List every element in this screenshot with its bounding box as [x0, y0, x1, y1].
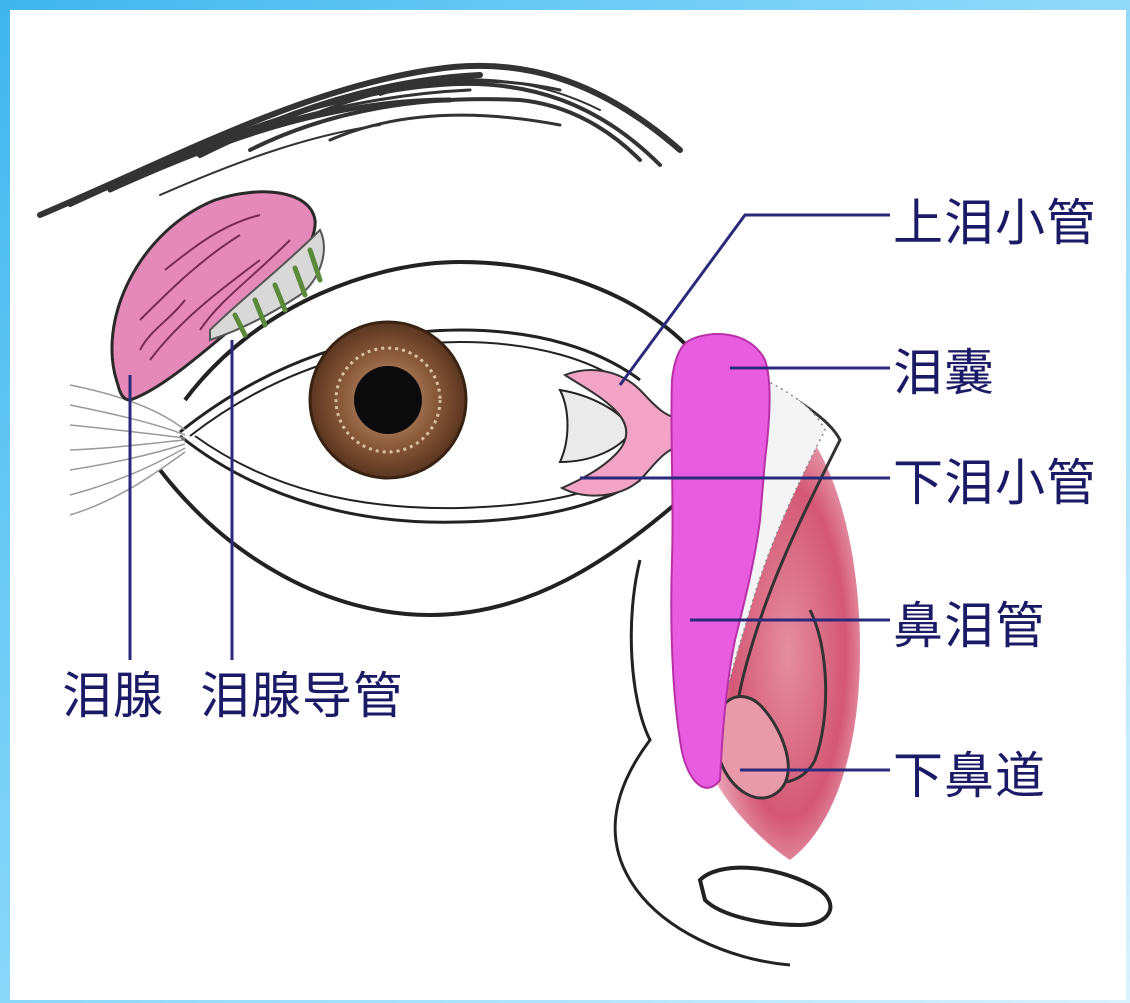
- label-inferior-meatus: 下鼻道: [893, 748, 1046, 804]
- label-gland-ducts: 泪腺导管: [200, 668, 404, 724]
- label-upper-canaliculus: 上泪小管: [893, 195, 1097, 251]
- eyeball: [310, 322, 466, 478]
- label-lacrimal-sac: 泪囊: [893, 345, 995, 401]
- label-lacrimal-gland: 泪腺: [62, 668, 164, 724]
- pupil: [354, 366, 422, 434]
- lacrimal-gland: [112, 192, 324, 400]
- lateral-fibers: [70, 385, 185, 515]
- label-lower-canaliculus: 下泪小管: [893, 455, 1097, 511]
- eyebrow: [40, 66, 680, 215]
- label-nasolacrimal-duct: 鼻泪管: [893, 598, 1046, 654]
- nostril: [700, 868, 830, 925]
